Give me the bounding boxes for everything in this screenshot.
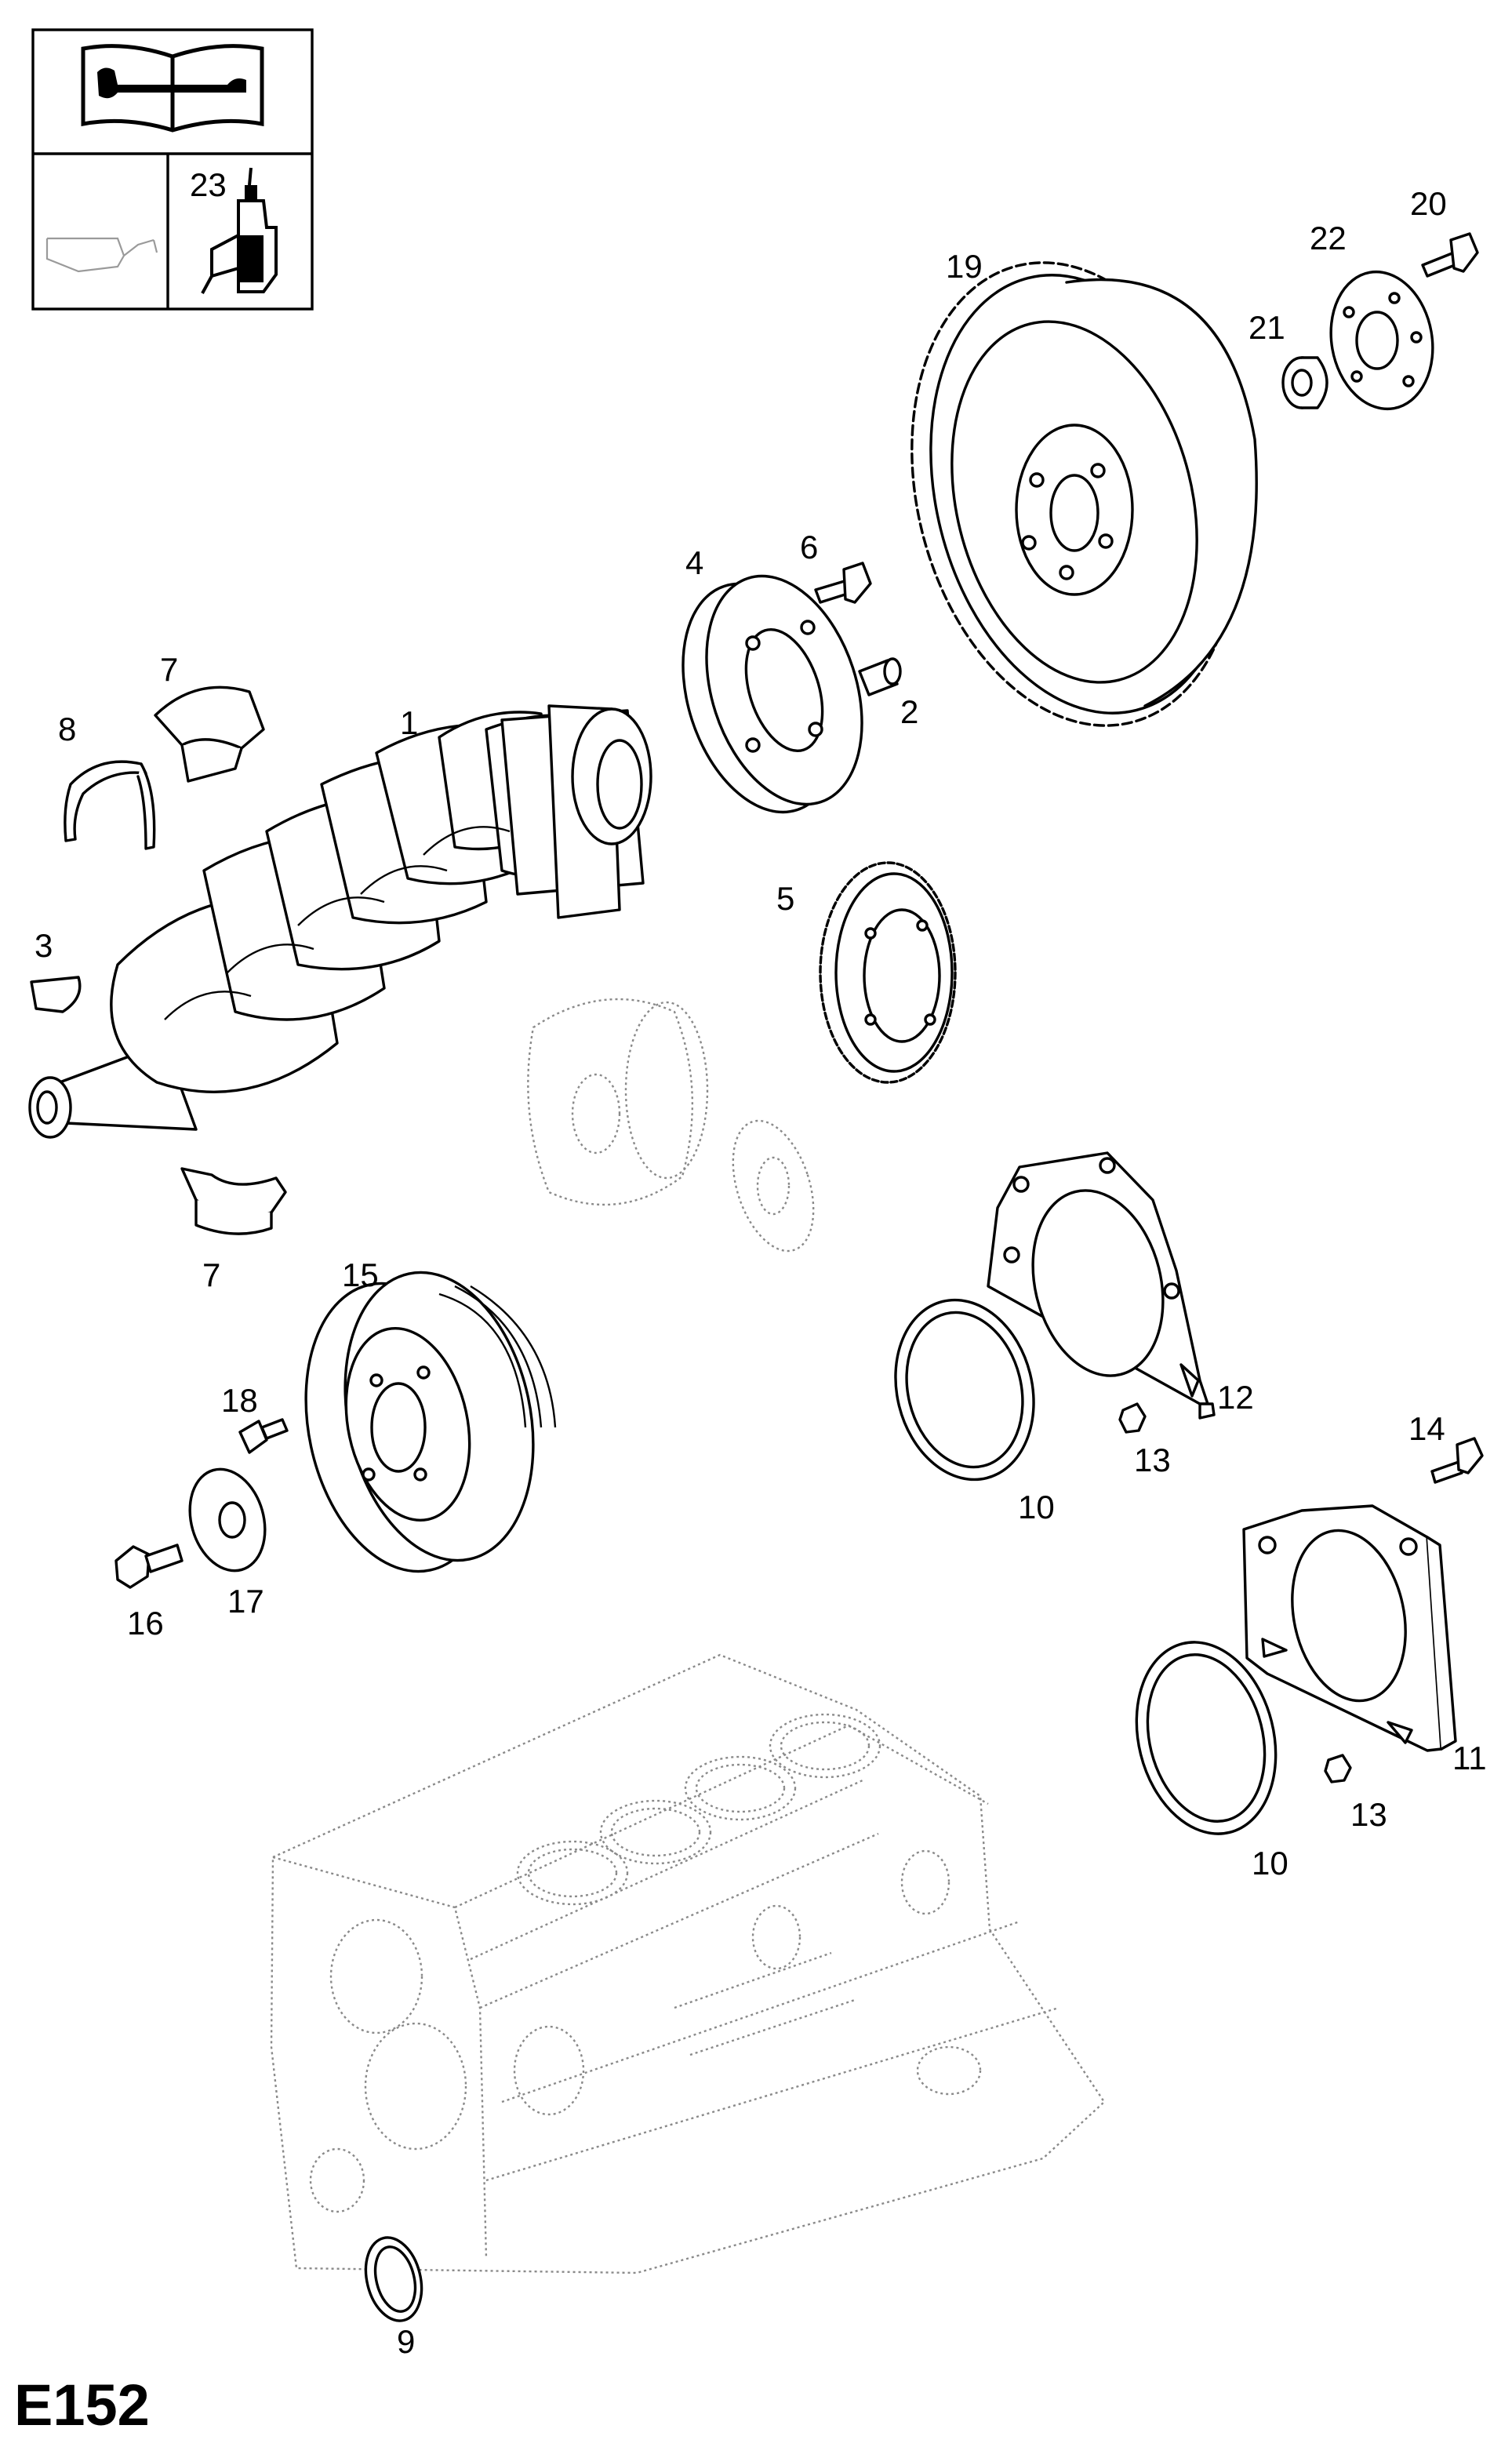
adhesive-tube-icon xyxy=(201,167,278,294)
callout-22: 22 xyxy=(1310,220,1347,256)
woodruff-key[interactable] xyxy=(30,976,82,1013)
dowel-pin[interactable] xyxy=(858,657,902,696)
callout-11: 11 xyxy=(1452,1740,1487,1776)
callout-6: 6 xyxy=(800,529,818,565)
callout-3: 3 xyxy=(35,927,53,964)
oil-can-icon xyxy=(45,237,158,273)
callout-12: 12 xyxy=(1217,1379,1254,1416)
adhesive-ref-label: 23 xyxy=(190,166,227,203)
crankshaft-pulley[interactable] xyxy=(281,1255,558,1589)
callout-16: 16 xyxy=(127,1605,164,1642)
callout-13-rear: 13 xyxy=(1350,1796,1387,1833)
flywheel-retaining-plate[interactable] xyxy=(1321,264,1444,417)
callout-1: 1 xyxy=(400,704,418,741)
callout-19: 19 xyxy=(946,248,983,285)
flange-bolt[interactable] xyxy=(814,562,872,604)
callout-14: 14 xyxy=(1408,1410,1445,1447)
callout-18: 18 xyxy=(221,1382,258,1419)
flywheel-bolt[interactable] xyxy=(1421,232,1479,278)
diagram-code: E152 xyxy=(14,2372,150,2438)
main-bearing-shell-upper[interactable] xyxy=(154,685,265,783)
pulley-washer[interactable] xyxy=(179,1460,277,1580)
thrust-washer[interactable] xyxy=(64,760,156,850)
ghost-timing-sprocket xyxy=(527,998,815,1253)
callout-labels: 1 2 3 4 5 6 7 7 8 9 10 10 11 12 13 13 14… xyxy=(35,185,1487,2360)
callout-13-front: 13 xyxy=(1134,1442,1171,1478)
crankshaft-timing-gear[interactable] xyxy=(819,861,957,1084)
engine-block xyxy=(270,1653,1106,2274)
callout-8: 8 xyxy=(58,711,76,747)
small-seal-ring[interactable] xyxy=(358,2231,430,2326)
callout-10-rear: 10 xyxy=(1252,1845,1288,1882)
callout-15: 15 xyxy=(342,1256,379,1293)
rear-seal-housing[interactable] xyxy=(1242,1504,1457,1752)
housing-bolt[interactable] xyxy=(1430,1437,1484,1484)
rear-crank-seal[interactable] xyxy=(1118,1627,1296,1849)
callout-20: 20 xyxy=(1410,185,1447,222)
callout-4: 4 xyxy=(685,544,703,581)
manual-wrench-icon xyxy=(81,44,264,133)
crankshaft[interactable] xyxy=(28,704,652,1139)
callout-10-front: 10 xyxy=(1018,1489,1055,1525)
callout-21: 21 xyxy=(1248,309,1285,346)
callout-2: 2 xyxy=(900,693,918,730)
housing-nut-rear[interactable] xyxy=(1324,1754,1352,1783)
pulley-bolt-large[interactable] xyxy=(114,1543,184,1589)
callout-9: 9 xyxy=(397,2323,415,2360)
crank-flange-disc[interactable] xyxy=(656,556,889,832)
main-bearing-shell-lower[interactable] xyxy=(180,1167,287,1235)
callout-7-upper: 7 xyxy=(160,651,178,688)
callout-7-lower: 7 xyxy=(202,1256,220,1293)
callout-17: 17 xyxy=(227,1583,264,1620)
housing-nut-front[interactable] xyxy=(1118,1402,1147,1434)
front-seal-housing[interactable] xyxy=(987,1151,1216,1420)
pilot-bearing[interactable] xyxy=(1281,356,1328,409)
callout-5: 5 xyxy=(776,880,794,917)
pulley-bolt-small[interactable] xyxy=(238,1418,289,1454)
flywheel[interactable] xyxy=(865,228,1283,761)
info-box: 23 xyxy=(31,28,314,311)
front-crank-seal[interactable] xyxy=(877,1285,1052,1495)
